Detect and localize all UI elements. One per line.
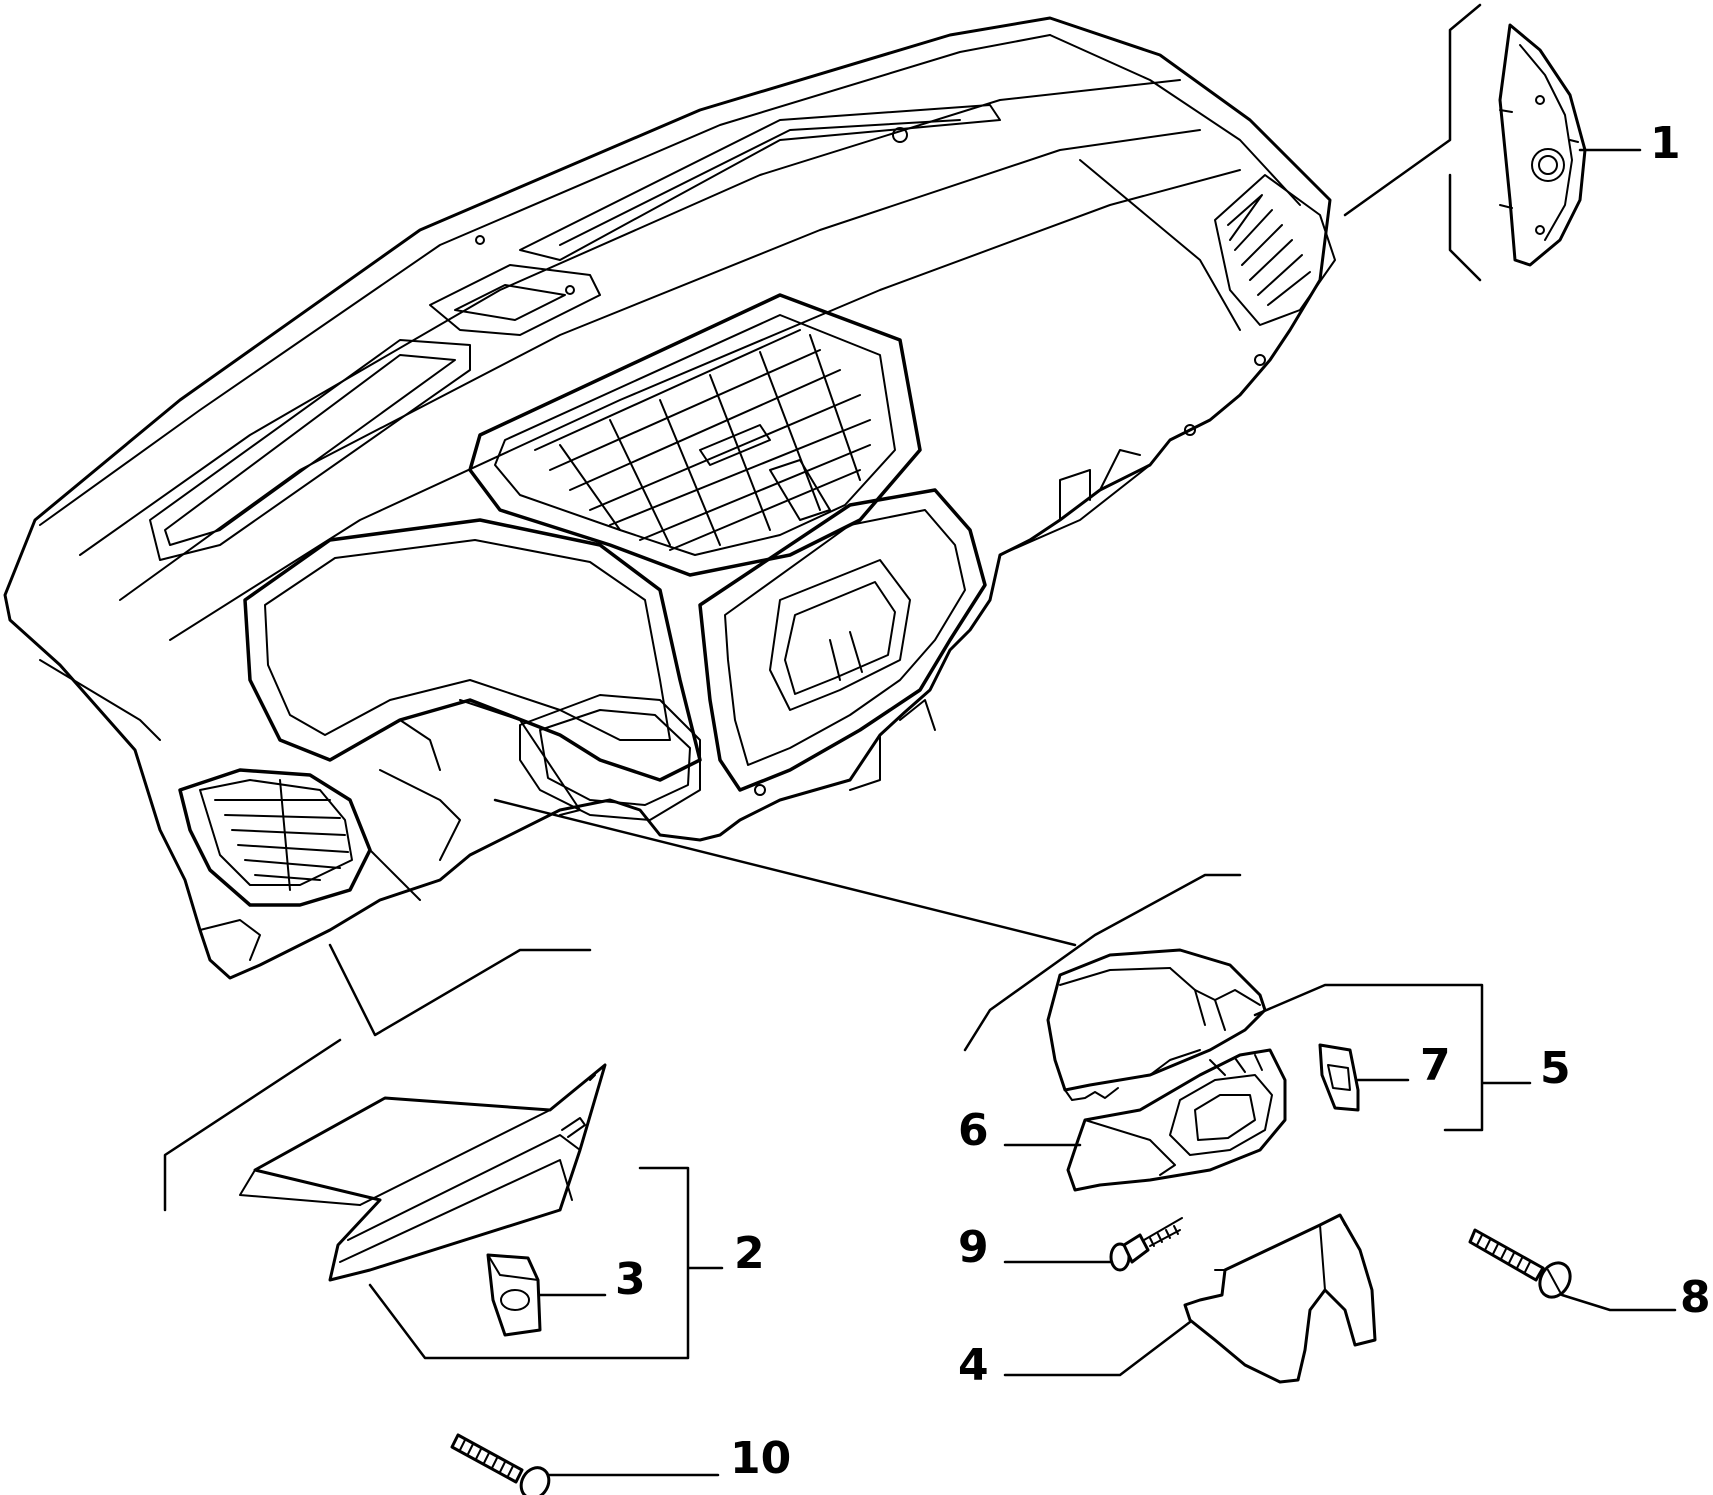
screw-long-right <box>1468 1228 1572 1299</box>
dashboard-main <box>3 16 1336 980</box>
column-lower-cover <box>1183 1213 1377 1384</box>
callout-5: 5 <box>1540 1043 1571 1094</box>
side-end-cap <box>1498 23 1587 267</box>
callout-3: 3 <box>615 1254 646 1305</box>
bracket-glove-box <box>163 943 592 1212</box>
bracket-part-1 <box>1343 3 1482 282</box>
callout-6: 6 <box>958 1105 989 1156</box>
leader-part-4 <box>1003 1320 1192 1377</box>
glove-box-clip <box>486 1253 542 1337</box>
shroud-clip <box>1318 1043 1360 1112</box>
bracket-part-5 <box>1253 983 1532 1132</box>
leader-dashboard-to-shroud <box>493 798 1077 947</box>
screw-long-bottom <box>450 1433 551 1495</box>
callout-8: 8 <box>1680 1272 1711 1323</box>
leader-part-8 <box>1560 1293 1677 1312</box>
steering-column-lower-shroud <box>1066 1048 1287 1192</box>
callout-2: 2 <box>734 1228 765 1279</box>
flange-screw <box>1109 1217 1183 1272</box>
callout-10: 10 <box>730 1433 791 1484</box>
steering-column-upper-shroud <box>1046 948 1267 1101</box>
bracket-steering <box>963 873 1242 1052</box>
callout-9: 9 <box>958 1222 989 1273</box>
callout-4: 4 <box>958 1340 989 1391</box>
callout-7: 7 <box>1420 1040 1451 1091</box>
glove-box <box>239 1063 607 1282</box>
bracket-part-2 <box>368 1166 724 1360</box>
callout-1: 1 <box>1650 118 1681 169</box>
